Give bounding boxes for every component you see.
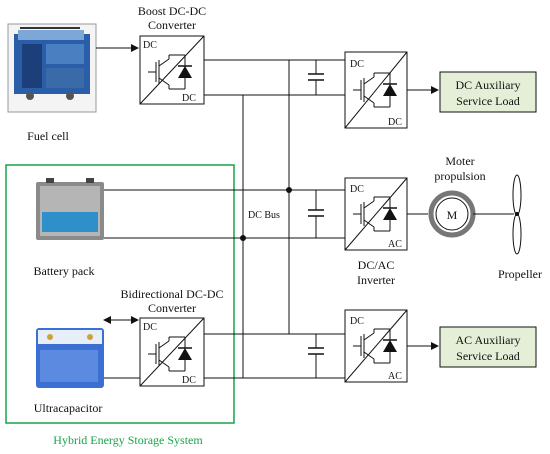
dcdc-aux-out: DC — [388, 117, 402, 128]
bidirectional-converter — [139, 317, 205, 387]
capacitor-mid — [308, 190, 324, 238]
boost-out: DC — [182, 93, 196, 104]
battery-image — [36, 178, 104, 240]
dcac-aux-converter — [344, 309, 408, 383]
dcdc-aux-in: DC — [350, 59, 364, 70]
dc-load-line2: Service Load — [456, 94, 520, 108]
battery-label: Battery pack — [34, 264, 95, 278]
hess-label: Hybrid Energy Storage System — [53, 433, 203, 447]
fuel-cell-image — [7, 23, 97, 113]
boost-in: DC — [143, 40, 157, 51]
ac-load-line2: Service Load — [456, 349, 520, 363]
ultracapacitor-label: Ultracapacitor — [34, 401, 103, 415]
dcac-aux-out: AC — [388, 371, 402, 382]
fuel-cell-label: Fuel cell — [27, 129, 69, 143]
motor-symbol: M — [447, 208, 458, 222]
hess-frame — [5, 164, 235, 424]
dc-load-box — [439, 71, 537, 113]
inverter-in: DC — [350, 184, 364, 195]
capacitor-bottom — [308, 334, 324, 378]
boost-title-1: Boost DC-DC — [138, 4, 206, 18]
ultracapacitor-image — [36, 328, 104, 388]
inverter-label-1: DC/AC — [358, 258, 395, 272]
capacitor-top — [308, 60, 324, 95]
dcdc-aux-converter — [344, 51, 408, 129]
bidir-out: DC — [182, 375, 196, 386]
ac-load-box — [439, 326, 537, 368]
dc-load-line1: DC Auxiliary — [456, 78, 521, 92]
bidir-in: DC — [143, 322, 157, 333]
bidir-title-1: Bidirectional DC-DC — [121, 287, 224, 301]
propeller-label: Propeller — [498, 267, 542, 281]
motor-label-1: Moter — [445, 154, 474, 168]
inverter-label-2: Inverter — [357, 273, 395, 287]
ac-load-line1: AC Auxiliary — [456, 333, 521, 347]
dc-bus-label: DC Bus — [248, 210, 280, 221]
inverter — [344, 177, 408, 251]
motor-label-2: propulsion — [434, 169, 485, 183]
dcac-aux-in: DC — [350, 316, 364, 327]
boost-converter — [139, 35, 205, 105]
propeller-icon — [512, 174, 522, 255]
boost-title-2: Converter — [148, 18, 196, 32]
bidir-title-2: Converter — [148, 301, 196, 315]
inverter-out: AC — [388, 239, 402, 250]
